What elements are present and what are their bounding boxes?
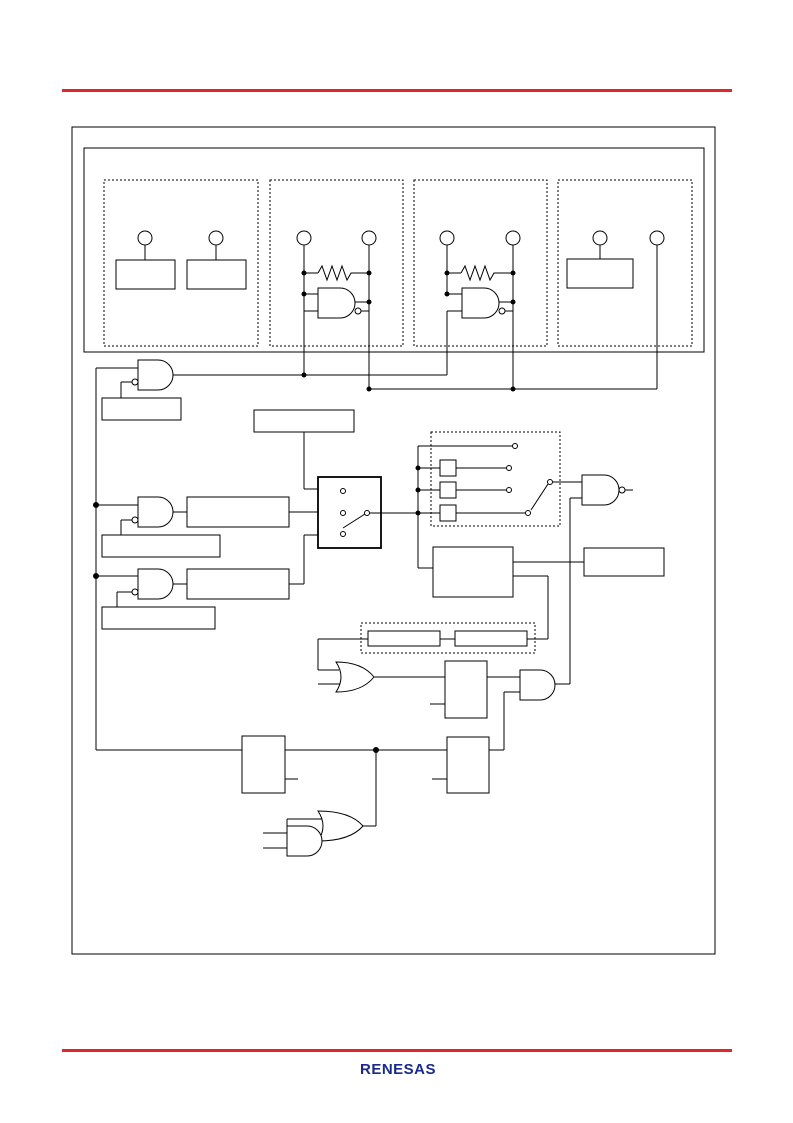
latch-block bbox=[241, 735, 286, 794]
divider-box bbox=[439, 459, 457, 477]
pull-up-resistor bbox=[460, 264, 513, 282]
pin-circle bbox=[296, 230, 312, 246]
pin-circle bbox=[361, 230, 377, 246]
pin-circle bbox=[137, 230, 153, 246]
footer-rule bbox=[62, 1049, 732, 1052]
and-gate bbox=[519, 669, 556, 701]
register-pair-group bbox=[360, 622, 536, 654]
header-rule bbox=[62, 89, 732, 92]
renesas-logo: RENESAS bbox=[360, 1061, 436, 1076]
and-gate bbox=[137, 359, 174, 391]
flip-flop-block bbox=[444, 660, 488, 719]
or-gate bbox=[317, 810, 364, 842]
register-box bbox=[454, 630, 528, 647]
signal-box bbox=[186, 496, 290, 528]
register-box bbox=[367, 630, 441, 647]
control-register-box bbox=[101, 397, 182, 421]
and-gate bbox=[137, 496, 174, 528]
pin-group-1 bbox=[103, 179, 259, 347]
pin-block-container bbox=[83, 147, 705, 353]
and-gate bbox=[137, 568, 174, 600]
signal-box bbox=[186, 568, 290, 600]
pin-circle bbox=[208, 230, 224, 246]
pin-circle bbox=[439, 230, 455, 246]
pin-buffer-box bbox=[566, 258, 634, 289]
nand-gate bbox=[461, 287, 500, 319]
pin-buffer-box bbox=[115, 259, 176, 290]
pull-up-resistor bbox=[317, 264, 369, 282]
outer-frame bbox=[71, 126, 716, 955]
nand-gate bbox=[581, 474, 620, 506]
pin-group-4 bbox=[557, 179, 693, 347]
divider-box bbox=[439, 481, 457, 499]
counter-block bbox=[432, 546, 514, 598]
select-register-box bbox=[253, 409, 355, 433]
pin-group-3 bbox=[413, 179, 548, 347]
switch-selector-group bbox=[430, 431, 561, 527]
logo-wordmark: RENESAS bbox=[360, 1061, 436, 1076]
pin-circle bbox=[592, 230, 608, 246]
nand-gate bbox=[317, 287, 356, 319]
pin-circle bbox=[505, 230, 521, 246]
flip-flop-block bbox=[446, 736, 490, 794]
control-register-box bbox=[101, 606, 216, 630]
control-register-box bbox=[101, 534, 221, 558]
divider-box bbox=[439, 504, 457, 522]
and-gate bbox=[286, 825, 323, 857]
or-gate bbox=[335, 661, 375, 693]
pin-group-2 bbox=[269, 179, 404, 347]
pin-circle bbox=[649, 230, 665, 246]
pin-buffer-box bbox=[186, 259, 247, 290]
output-register-box bbox=[583, 547, 665, 577]
